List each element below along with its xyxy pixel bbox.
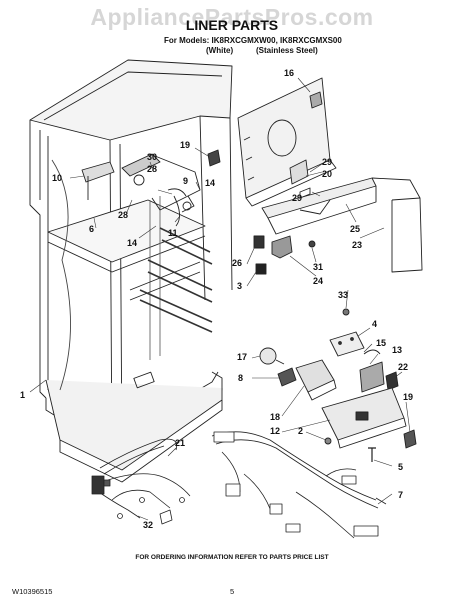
callout-19-lower: 19 — [403, 392, 413, 402]
liner-cabinet — [29, 59, 233, 483]
callout-15: 15 — [376, 338, 386, 348]
light-bulb — [259, 347, 297, 387]
evaporator-cover — [237, 77, 337, 207]
models-line: For Models: IK8RXCGMXW00, IK8RXCGMXS00 — [164, 36, 342, 45]
callout-20: 20 — [322, 169, 332, 179]
ordering-note: FOR ORDERING INFORMATION REFER TO PARTS … — [135, 554, 329, 561]
callout-23: 23 — [352, 240, 362, 250]
callout-9: 9 — [183, 176, 188, 186]
callout-labels: 16 19 30 28 9 14 10 6 28 14 11 29 20 29 … — [20, 68, 413, 530]
document-number: W10396515 — [12, 587, 53, 596]
damper-plate — [289, 159, 309, 185]
callout-29-upper: 29 — [322, 157, 332, 167]
wire-harness-7 — [211, 431, 387, 539]
callout-22: 22 — [398, 362, 408, 372]
callout-5: 5 — [398, 462, 403, 472]
callout-33: 33 — [338, 290, 348, 300]
callout-31: 31 — [313, 262, 323, 272]
callout-32: 32 — [143, 520, 153, 530]
lamp-cover — [295, 359, 407, 449]
watermark: AppliancePartsPros.com — [90, 4, 374, 30]
callout-1: 1 — [20, 390, 25, 400]
small-parts-cluster — [253, 235, 350, 316]
callout-28-upper: 28 — [147, 164, 157, 174]
control-housing — [261, 177, 423, 273]
callout-13: 13 — [392, 345, 402, 355]
callout-17: 17 — [237, 352, 247, 362]
clip-19-upper — [207, 149, 221, 167]
bracket-10 — [81, 161, 115, 183]
callout-4: 4 — [372, 319, 377, 329]
finish-stainless: (Stainless Steel) — [256, 46, 318, 55]
callout-8: 8 — [238, 373, 243, 383]
screw-2 — [324, 437, 332, 445]
callout-10: 10 — [52, 173, 62, 183]
callout-3: 3 — [237, 281, 242, 291]
page-title: LINER PARTS — [185, 17, 279, 33]
callout-11: 11 — [168, 228, 178, 238]
callout-19-upper: 19 — [180, 140, 190, 150]
wire-harness-21 — [91, 438, 191, 525]
callout-2: 2 — [298, 426, 303, 436]
callout-28-lower: 28 — [118, 210, 128, 220]
finish-white: (White) — [206, 46, 234, 55]
callout-18: 18 — [270, 412, 280, 422]
control-board — [329, 331, 399, 393]
callout-7: 7 — [398, 490, 403, 500]
leader-lines — [29, 77, 411, 521]
callout-25: 25 — [350, 224, 360, 234]
page-number: 5 — [230, 587, 235, 596]
freezer-light-assembly — [121, 153, 201, 227]
callout-12: 12 — [270, 426, 280, 436]
callout-26: 26 — [232, 258, 242, 268]
callout-14-left: 14 — [127, 238, 137, 248]
screw-5 — [368, 447, 376, 462]
callout-30: 30 — [147, 152, 157, 162]
wire-clip — [403, 429, 417, 449]
callout-24: 24 — [313, 276, 323, 286]
callout-29-lower: 29 — [292, 193, 302, 203]
callout-21: 21 — [175, 438, 185, 448]
callout-14-right: 14 — [205, 178, 215, 188]
callout-6: 6 — [89, 224, 94, 234]
damper-bracket — [299, 187, 311, 199]
callout-16: 16 — [284, 68, 294, 78]
